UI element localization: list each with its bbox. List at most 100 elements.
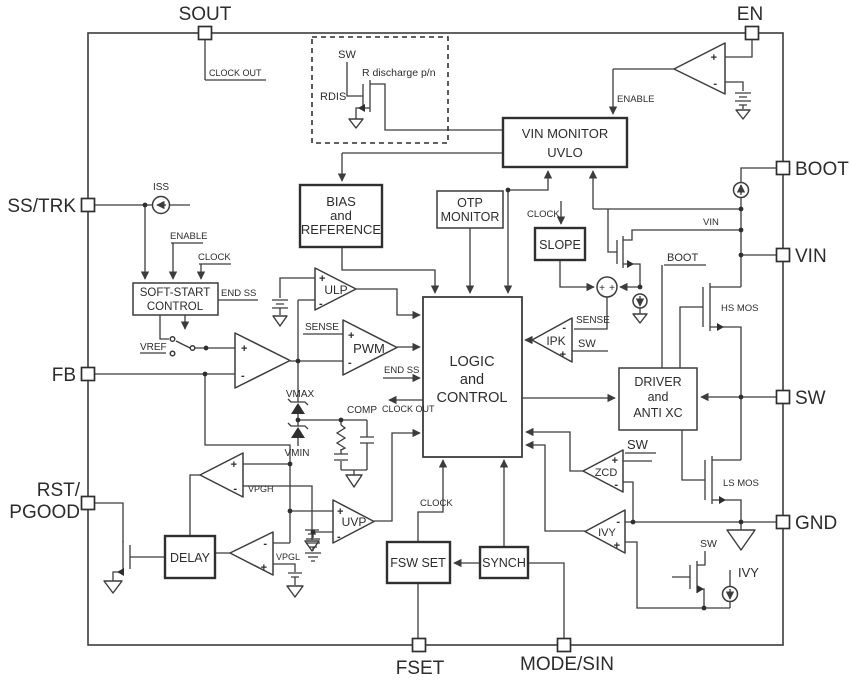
- label-clock-out-logic: CLOCK OUT: [382, 404, 435, 414]
- wire-swfet: [672, 551, 731, 608]
- pin-vin: [775, 247, 791, 263]
- vpgh-minus: -: [233, 483, 237, 495]
- ipk-label: IPK: [546, 334, 565, 348]
- en-comparator: + -: [673, 42, 726, 95]
- switch-throw-ss: [169, 335, 176, 343]
- bias-line2: and: [330, 208, 352, 223]
- wire-pg-delay: [130, 474, 230, 558]
- wire-slope-sum: [559, 260, 595, 292]
- sense-mosfet: [616, 236, 634, 268]
- pwm-plus: +: [348, 330, 354, 342]
- junction: [295, 417, 301, 423]
- wire-modesin: [528, 562, 565, 638]
- bias-line3: REFERENCE: [301, 222, 382, 237]
- wire-eamp-node: [279, 277, 343, 402]
- pin-label-sw: SW: [795, 388, 826, 409]
- block-vin-monitor: VIN MONITOR UVLO: [501, 116, 629, 169]
- pin-sw: [775, 389, 791, 405]
- vpgl-comparator: - +: [229, 531, 274, 576]
- rdis-ground: [348, 118, 364, 129]
- en-comp-triangle: [673, 42, 726, 95]
- pins: [80, 25, 791, 653]
- label-enable-ss: ENABLE: [170, 231, 208, 242]
- label-vref: VREF: [140, 342, 167, 353]
- pgood-ground: [103, 580, 123, 594]
- ulp-triangle: [314, 267, 357, 311]
- vpgh-comparator: + -: [199, 452, 244, 498]
- bias-line1: BIAS: [326, 194, 356, 209]
- wire-ivy-logic: [525, 440, 585, 532]
- label-vpgh: VPGH: [248, 484, 274, 494]
- junction: [310, 529, 316, 535]
- pin-label-rst1: RST/: [37, 480, 81, 501]
- junction: [142, 202, 148, 208]
- ivy-triangle: [584, 509, 626, 554]
- zener-diode-1: [291, 403, 305, 414]
- switch-common: [189, 344, 196, 352]
- ivy-label: IVY: [598, 527, 616, 539]
- label-clock-ss: CLOCK: [198, 252, 231, 263]
- pin-rst-pgood: [80, 495, 96, 511]
- comp-cap-parallel: [360, 436, 374, 444]
- pin-label-fb: FB: [52, 365, 76, 386]
- slope-box: [533, 226, 587, 262]
- junction: [630, 519, 636, 525]
- label-vpgl: VPGL: [276, 552, 300, 562]
- ivy-minus: -: [616, 516, 620, 528]
- label-clock-fsw: CLOCK: [420, 498, 453, 509]
- vin-monitor-line1: VIN MONITOR: [522, 126, 608, 141]
- wire-fb: [95, 373, 291, 543]
- junction: [203, 345, 209, 351]
- wire-zcd-inputs: [623, 452, 656, 522]
- wire-clamp: [297, 414, 367, 446]
- zener-diode-2: [291, 427, 305, 438]
- pin-label-ss-trk: SS/TRK: [7, 196, 76, 217]
- wire-vpgl-in: [273, 542, 296, 572]
- vpgl-battery: [288, 572, 302, 585]
- bias-box: [298, 183, 384, 249]
- junction: [738, 519, 744, 525]
- vin-monitor-box: [501, 116, 629, 169]
- en-comp-minus: -: [713, 78, 717, 90]
- junction: [287, 461, 293, 467]
- source-arrow: [117, 568, 124, 576]
- pin-label-boot: BOOT: [795, 159, 849, 180]
- delay-label: DELAY: [170, 551, 211, 565]
- vmax-vmin-clamp: [287, 398, 309, 438]
- pin-label-sout: SOUT: [179, 4, 232, 25]
- vin-monitor-line2: UVLO: [547, 145, 582, 160]
- uvp-label: UVP: [342, 515, 367, 529]
- ulp-plus: +: [319, 273, 325, 285]
- sum-plus-2: +: [609, 283, 615, 294]
- en-battery: [735, 92, 751, 106]
- pin-label-fset: FSET: [396, 658, 445, 679]
- pin-labels: SOUT EN SS/TRK FB RST/ PGOOD FSET MODE/S…: [7, 4, 849, 679]
- delay-box: [163, 534, 217, 580]
- pin-en: [744, 25, 760, 41]
- label-ls-mos: LS MOS: [723, 478, 759, 489]
- label-comp: COMP: [347, 405, 377, 416]
- label-end-ss-in: END SS: [384, 365, 419, 376]
- zcd-triangle: [582, 449, 624, 493]
- block-delay: DELAY: [163, 534, 217, 580]
- vpgl-ground: [286, 585, 304, 598]
- uvp-minus: -: [337, 531, 341, 543]
- junction: [701, 605, 707, 611]
- zcd-minus: -: [614, 479, 618, 491]
- error-amp-minus: -: [241, 370, 245, 382]
- source-arrow: [358, 104, 365, 112]
- wire-zcd-logic: [525, 427, 583, 472]
- pin-fset: [411, 637, 427, 653]
- wire-vpgh-in: [243, 463, 313, 528]
- sum-plus-1: +: [599, 283, 605, 294]
- label-ivy-source: IVY: [738, 565, 759, 580]
- ivy-comparator: - + IVY: [584, 509, 626, 554]
- source-arrow: [697, 585, 704, 593]
- soft-start-line2: CONTROL: [147, 301, 204, 313]
- vpgh-triangle: [199, 452, 244, 498]
- error-amp-plus: +: [241, 343, 247, 355]
- wire-rdis: [346, 62, 503, 131]
- source-arrow: [719, 496, 726, 504]
- signal-labels: CLOCK OUT SW R discharge p/n RDIS ENABLE…: [140, 49, 759, 580]
- current-source-boot: [732, 181, 750, 199]
